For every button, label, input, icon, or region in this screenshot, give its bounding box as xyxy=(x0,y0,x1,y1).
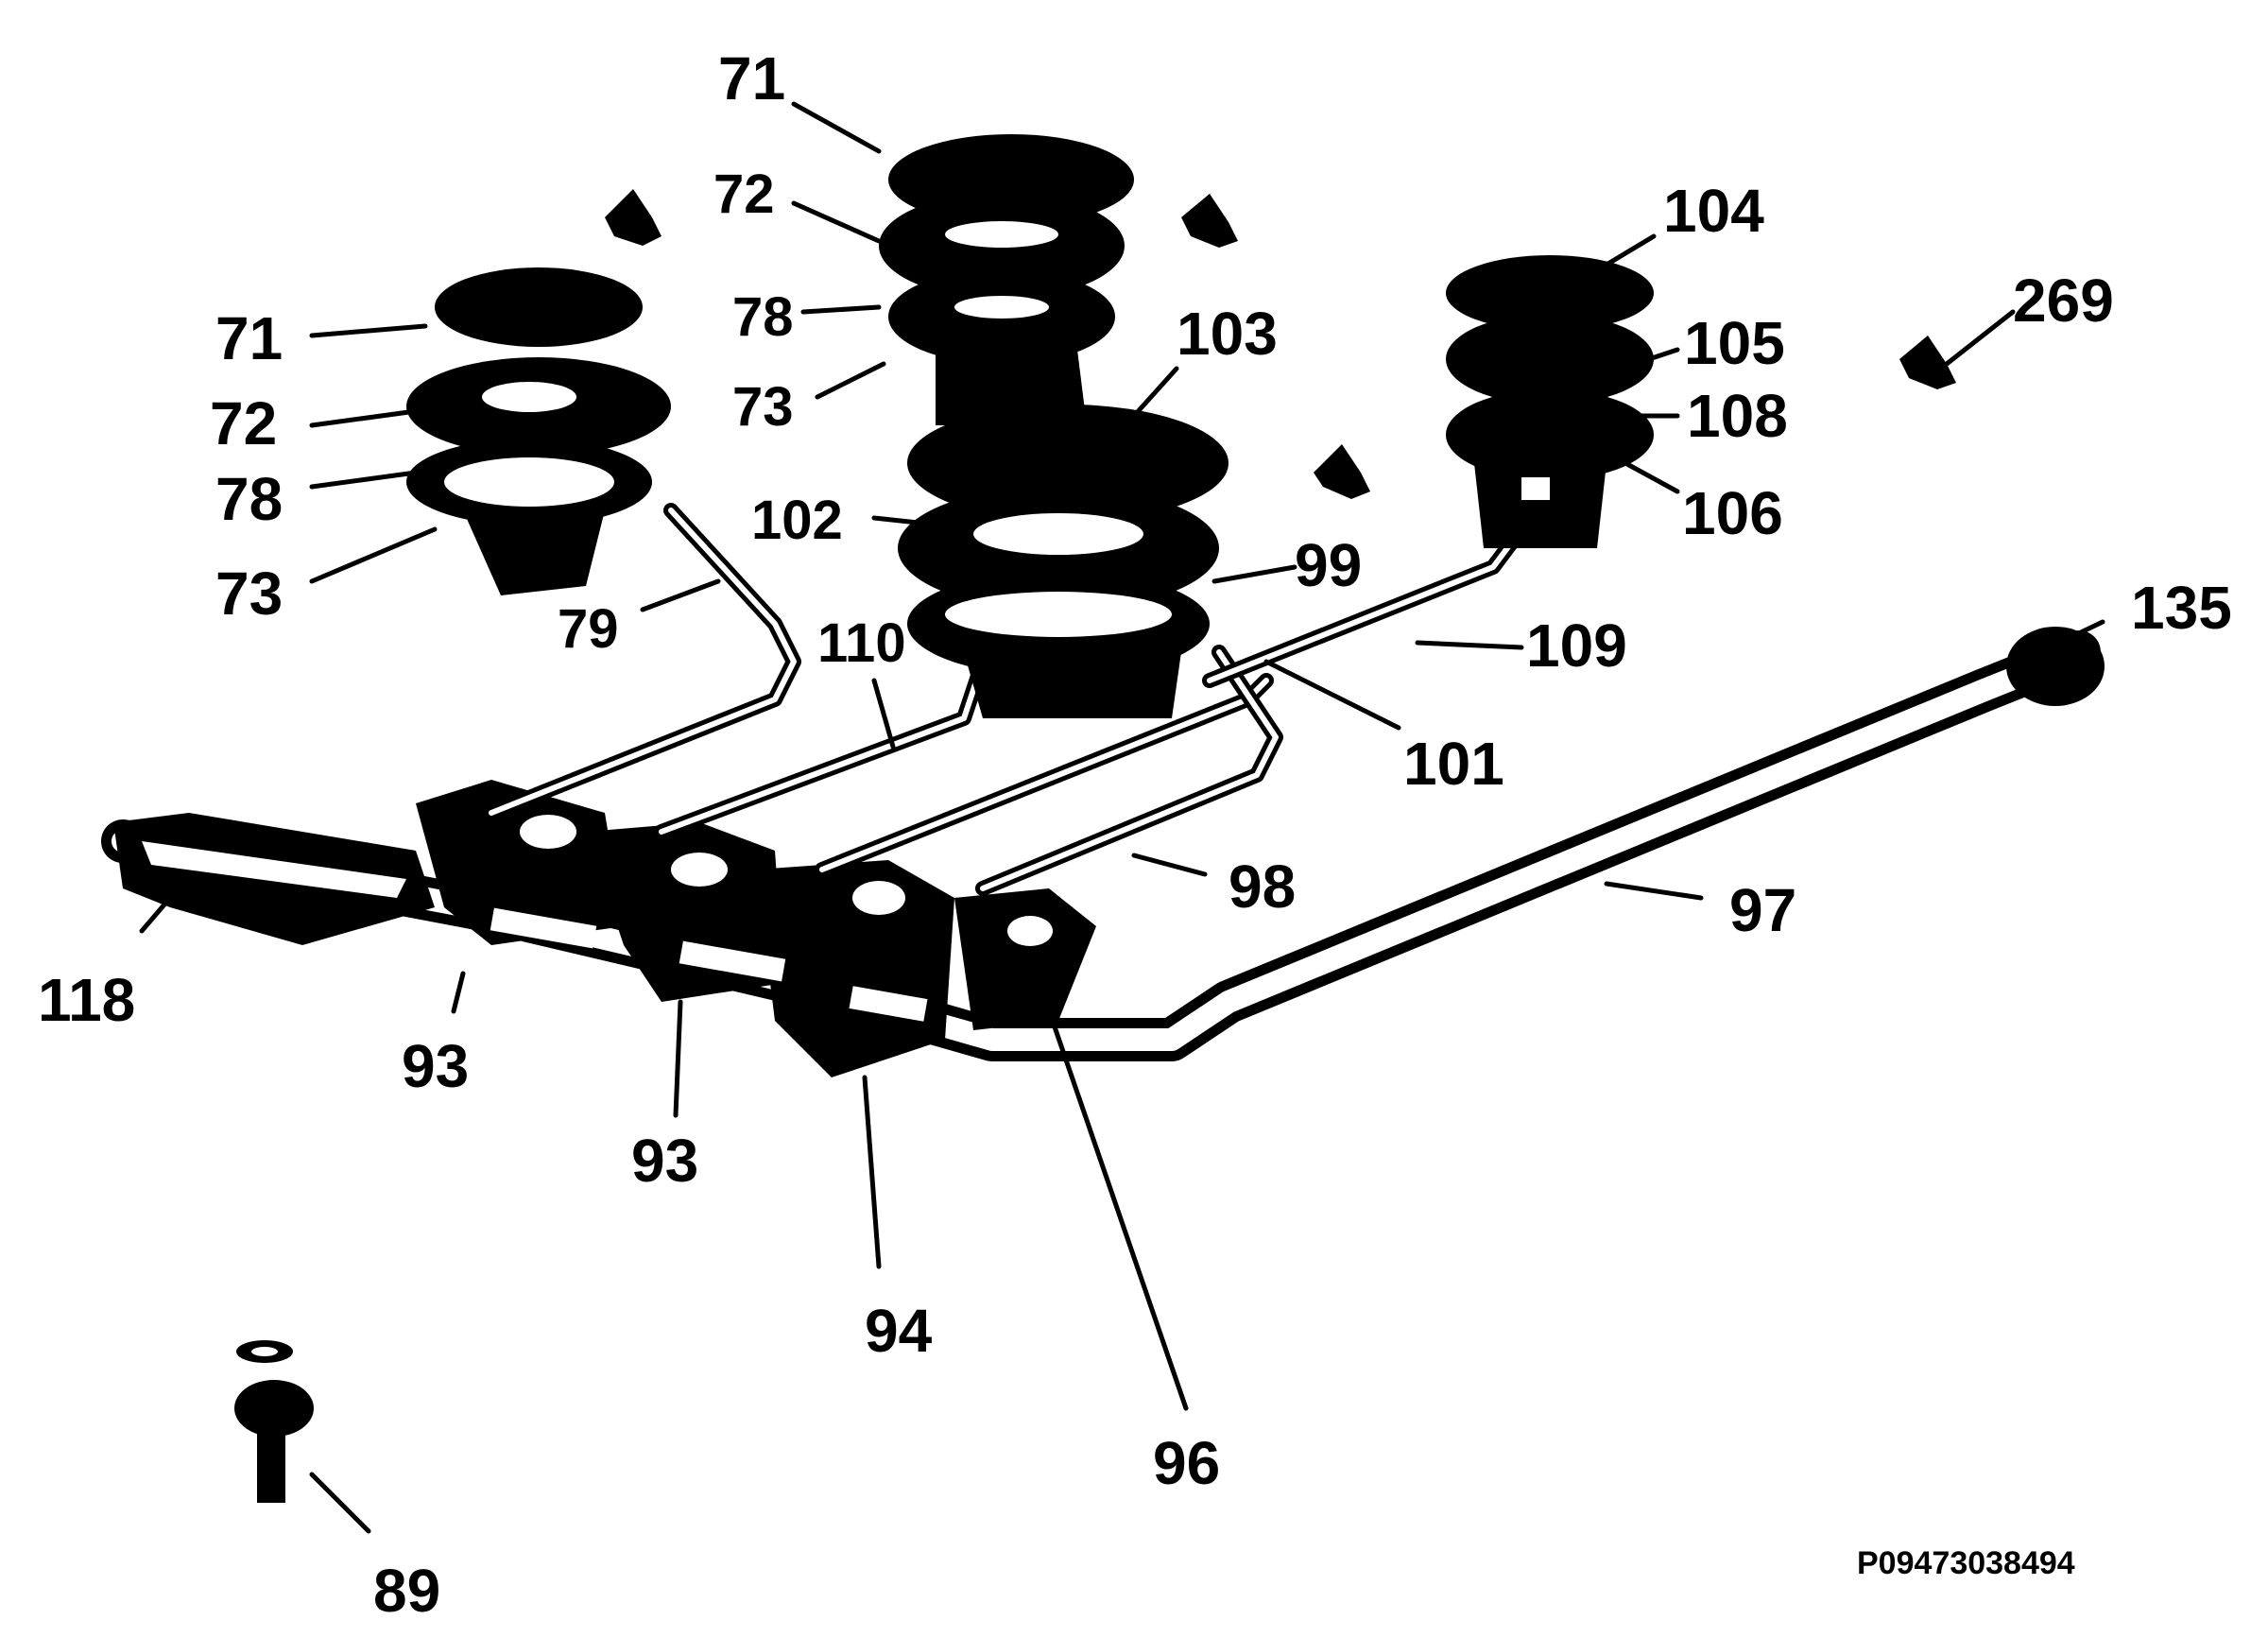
callout-98: 98 xyxy=(1228,853,1296,921)
callout-78-top: 78 xyxy=(732,286,794,348)
callout-269: 269 xyxy=(2013,267,2114,335)
callout-103: 103 xyxy=(1177,300,1278,368)
callout-108: 108 xyxy=(1687,382,1788,450)
gas-valves xyxy=(416,780,1096,1077)
callout-73-left: 73 xyxy=(215,560,283,628)
callout-72-top: 72 xyxy=(713,164,775,225)
callout-105: 105 xyxy=(1684,309,1785,377)
center-rear-burner xyxy=(879,134,1134,425)
callout-104: 104 xyxy=(1663,177,1764,245)
callout-71-left: 71 xyxy=(215,304,283,372)
knob-spindle xyxy=(234,1340,314,1503)
callout-97: 97 xyxy=(1729,876,1796,944)
callout-110: 110 xyxy=(817,612,906,674)
rail-end-cap xyxy=(2006,627,2105,706)
callout-79: 79 xyxy=(558,598,619,660)
callout-93-a: 93 xyxy=(402,1032,469,1100)
callout-71-top: 71 xyxy=(718,44,785,112)
callout-101: 101 xyxy=(1403,730,1504,798)
callout-78-left: 78 xyxy=(215,465,283,533)
callout-93-b: 93 xyxy=(631,1127,698,1195)
callout-96: 96 xyxy=(1153,1429,1220,1497)
screws xyxy=(605,189,1956,499)
leader-lines xyxy=(139,101,2105,1534)
callout-94: 94 xyxy=(865,1297,933,1365)
callout-135: 135 xyxy=(2131,574,2232,642)
callout-89: 89 xyxy=(373,1557,440,1625)
callout-99: 99 xyxy=(1295,531,1362,599)
callout-109: 109 xyxy=(1526,612,1627,680)
callout-73-top: 73 xyxy=(732,376,794,438)
center-large-burner xyxy=(898,405,1228,718)
right-burner xyxy=(1446,255,1654,548)
callout-72-left: 72 xyxy=(210,389,277,457)
left-burner xyxy=(406,267,671,595)
drawing-code: P09473038494 xyxy=(1857,1545,2075,1581)
callout-106: 106 xyxy=(1682,479,1783,547)
callout-labels: 71 72 78 73 71 72 78 73 79 110 102 103 9… xyxy=(38,44,2232,1625)
callout-118: 118 xyxy=(38,966,135,1034)
callout-102: 102 xyxy=(751,490,843,551)
